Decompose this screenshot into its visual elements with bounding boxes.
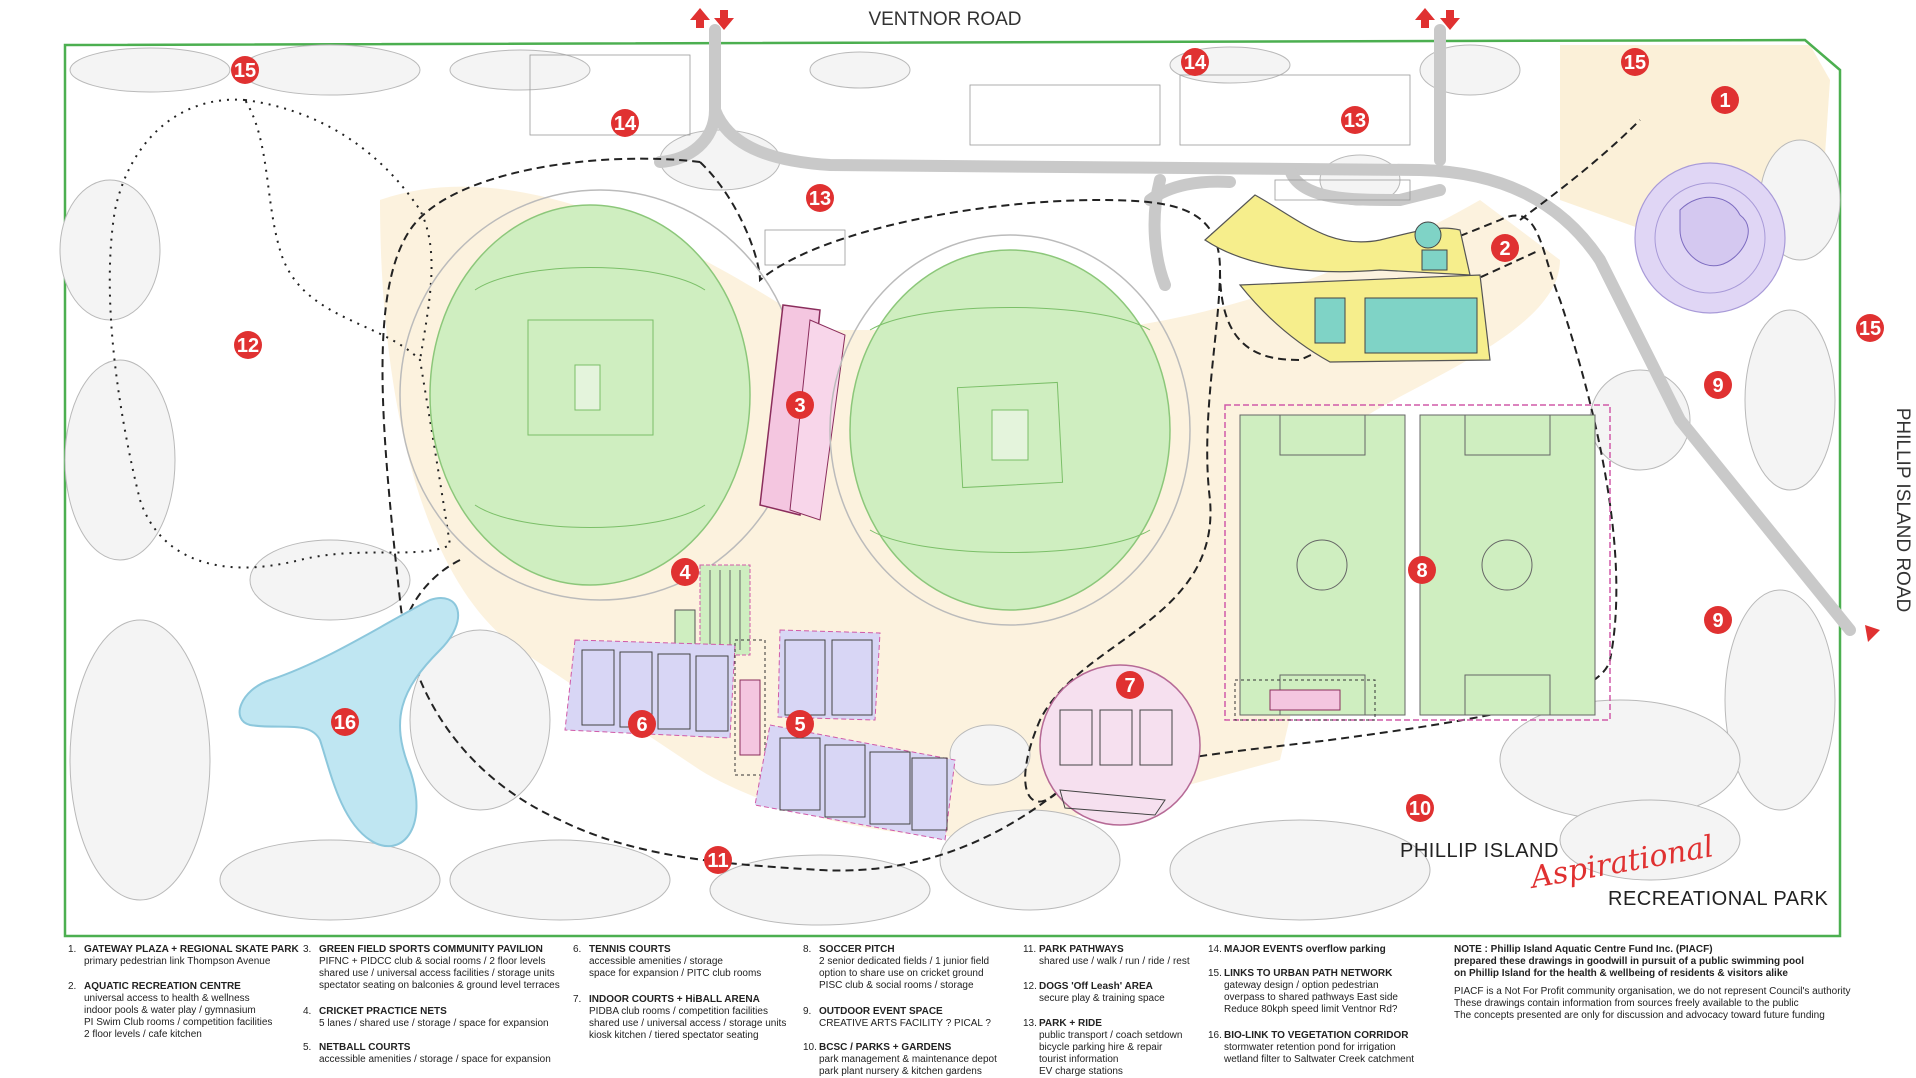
road-label-east: PHILLIP ISLAND ROAD — [1892, 408, 1913, 613]
svg-text:10: 10 — [1409, 798, 1431, 820]
marker-2: 2 — [1491, 234, 1519, 262]
marker-5: 5 — [786, 710, 814, 738]
skate-park — [1634, 162, 1786, 314]
marker-13: 13 — [1341, 106, 1369, 134]
svg-text:13: 13 — [1344, 110, 1366, 132]
svg-text:16: 16 — [334, 712, 356, 734]
svg-text:7: 7 — [1124, 675, 1135, 697]
marker-14: 14 — [611, 109, 639, 137]
svg-text:2: 2 — [1499, 238, 1510, 260]
marker-12: 12 — [234, 331, 262, 359]
svg-text:6: 6 — [636, 714, 647, 736]
note-line: These drawings contain information from … — [1454, 998, 1799, 1009]
note-line: The concepts presented are only for disc… — [1454, 1010, 1825, 1021]
svg-text:5: 5 — [794, 714, 805, 736]
svg-text:14: 14 — [1184, 52, 1207, 74]
park-pathways — [381, 119, 1641, 872]
oval-2 — [829, 234, 1191, 626]
marker-13: 13 — [806, 184, 834, 212]
marker-14: 14 — [1181, 48, 1209, 76]
marker-6: 6 — [628, 710, 656, 738]
netball-courts — [734, 629, 956, 841]
svg-text:9: 9 — [1712, 610, 1723, 632]
note-line: NOTE : Phillip Island Aquatic Centre Fun… — [1454, 944, 1713, 955]
marker-8: 8 — [1408, 556, 1436, 584]
marker-7: 7 — [1116, 671, 1144, 699]
svg-text:11: 11 — [707, 850, 728, 872]
svg-text:15: 15 — [1859, 318, 1881, 340]
soccer-pitches — [1224, 404, 1611, 721]
indoor-arena — [1039, 664, 1201, 826]
svg-text:8: 8 — [1416, 560, 1427, 582]
svg-text:15: 15 — [1624, 52, 1646, 74]
aquatic-centre — [1204, 194, 1491, 363]
marker-15: 15 — [231, 56, 259, 84]
oval-1 — [399, 189, 801, 601]
location-markers: 15 14 14 15 1 13 13 2 12 3 15 9 8 4 9 16… — [231, 48, 1884, 874]
marker-16: 16 — [331, 708, 359, 736]
road-label-north: VENTNOR ROAD — [868, 9, 1021, 30]
marker-11: 11 — [704, 846, 732, 874]
marker-15: 15 — [1621, 48, 1649, 76]
access-arrows — [690, 8, 1880, 642]
svg-text:1: 1 — [1719, 90, 1730, 112]
note-line: PIACF is a Not For Profit community orga… — [1454, 986, 1851, 997]
note-line: prepared these drawings in goodwill in p… — [1454, 956, 1805, 967]
marker-1: 1 — [1711, 86, 1739, 114]
marker-3: 3 — [786, 391, 814, 419]
svg-text:9: 9 — [1712, 375, 1723, 397]
svg-text:3: 3 — [794, 395, 805, 417]
marker-9: 9 — [1704, 371, 1732, 399]
svg-text:13: 13 — [809, 188, 831, 210]
marker-10: 10 — [1406, 794, 1434, 822]
disclaimer-note: NOTE : Phillip Island Aquatic Centre Fun… — [1454, 944, 1894, 1022]
svg-text:14: 14 — [614, 113, 637, 135]
car-parks — [529, 54, 1411, 266]
svg-text:4: 4 — [679, 562, 691, 584]
site-boundary — [63, 38, 1842, 938]
legend-item-14: 14.MAJOR EVENTS overflow parking — [1208, 944, 1386, 955]
svg-text:15: 15 — [234, 60, 256, 82]
note-line: on Phillip Island for the health & wellb… — [1454, 968, 1788, 979]
park-title-line2: RECREATIONAL PARK — [1608, 888, 1829, 910]
marker-9: 9 — [1704, 606, 1732, 634]
park-title-line1: PHILLIP ISLAND — [1400, 840, 1559, 862]
marker-4: 4 — [671, 558, 699, 586]
marker-15: 15 — [1856, 314, 1884, 342]
svg-text:12: 12 — [237, 335, 259, 357]
